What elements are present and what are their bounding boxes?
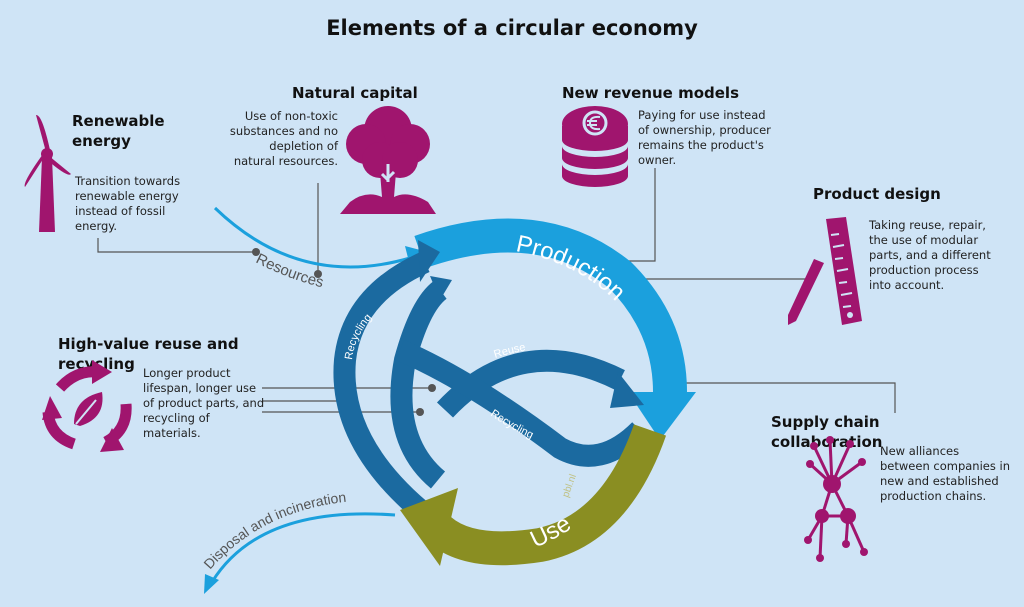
production-arrowhead <box>628 392 696 440</box>
supply-chain-text: New alliances between companies in new a… <box>880 444 1010 503</box>
use-arrowhead <box>400 488 458 566</box>
natural-capital-text: Use of non-toxic substances and no deple… <box>229 109 338 168</box>
recycling-outer-arrowhead <box>418 240 440 282</box>
inner-top-arrowhead <box>430 276 452 300</box>
recycling-inner-loop <box>395 339 648 467</box>
watermark: pbl.nl <box>560 473 579 499</box>
disposal-flow <box>210 512 396 583</box>
natural-capital-heading: Natural capital <box>292 84 418 102</box>
network-icon <box>804 436 868 562</box>
high-value-reuse-text: Longer product lifespan, longer use of p… <box>143 366 265 440</box>
product-design-heading: Product design <box>813 185 941 203</box>
ruler-pencil-icon <box>788 217 862 325</box>
new-revenue-models-text: Paying for use instead of ownership, pro… <box>638 108 771 167</box>
coin-stack-icon <box>562 106 628 187</box>
disposal-arrowhead <box>204 574 219 594</box>
renewable-energy-text: Transition towards renewable energy inst… <box>75 174 181 233</box>
page-title: Elements of a circular economy <box>326 16 698 40</box>
supply-chain-connector <box>668 382 896 413</box>
tree-icon <box>340 106 436 214</box>
product-design-text: Taking reuse, repair, the use of modular… <box>869 218 991 292</box>
resources-flow <box>213 206 411 269</box>
reuse-arrowhead <box>610 372 644 408</box>
renewable-energy-heading: Renewable energy <box>72 112 165 150</box>
recycling-outer-loop <box>333 251 430 519</box>
production-arc <box>414 218 687 393</box>
new-revenue-models-heading: New revenue models <box>562 84 739 102</box>
renewable-connector <box>97 238 256 253</box>
use-arc <box>428 424 667 566</box>
recycle-icon <box>42 360 132 452</box>
wind-turbine-icon <box>24 114 71 232</box>
